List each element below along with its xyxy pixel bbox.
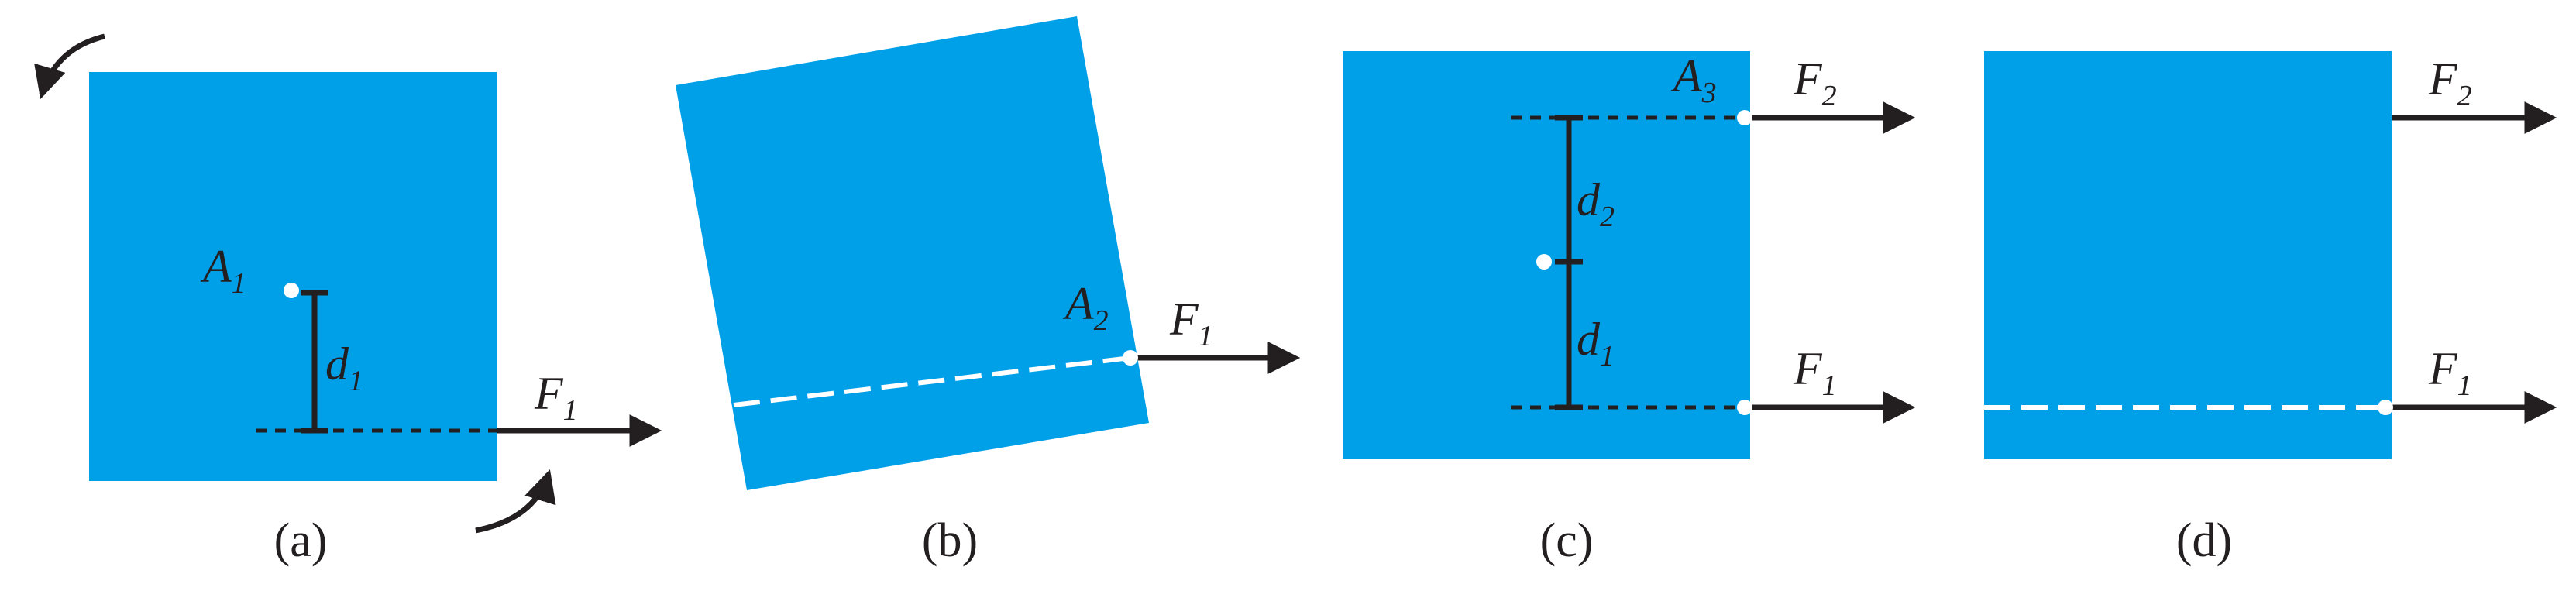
point-a2 (1123, 350, 1138, 366)
block-d (1984, 51, 2392, 459)
center-point-c (1536, 254, 1552, 270)
label-f1-c: F1 (1793, 343, 1837, 402)
label-f2-c: F2 (1793, 53, 1837, 112)
caption-c: (c) (1540, 514, 1594, 567)
label-d2-c: d2 (1577, 174, 1615, 233)
label-f1-a: F1 (534, 368, 578, 427)
point-c-bottom (1737, 400, 1752, 415)
panel-b: A2 F1 (b) (676, 16, 1301, 567)
point-a1 (284, 283, 299, 298)
panel-a: A1 d1 F1 (a) (34, 33, 662, 567)
rotation-arrow-top-icon (34, 33, 105, 100)
point-a3 (1737, 110, 1752, 125)
label-a2: A2 (1062, 278, 1109, 337)
caption-d: (d) (2176, 514, 2232, 567)
caption-a: (a) (274, 514, 328, 567)
caption-b: (b) (922, 514, 978, 567)
panel-c: A3 d2 d1 F2 F1 (c) (1343, 50, 1916, 567)
label-f1-d: F1 (2428, 343, 2472, 402)
label-f1-b: F1 (1169, 294, 1213, 352)
label-d1-a: d1 (325, 338, 363, 397)
point-d-bottom (2378, 400, 2393, 415)
line-of-action-b (733, 355, 1131, 407)
label-a1: A1 (200, 241, 246, 300)
block-b (676, 16, 1149, 490)
label-d1-c: d1 (1577, 314, 1615, 373)
rotation-arrow-bottom-icon (475, 469, 556, 534)
panel-d: F2 F1 (d) (1984, 51, 2557, 567)
label-f2-d: F2 (2428, 53, 2472, 112)
block-a (89, 72, 497, 481)
label-a3: A3 (1670, 50, 1717, 109)
